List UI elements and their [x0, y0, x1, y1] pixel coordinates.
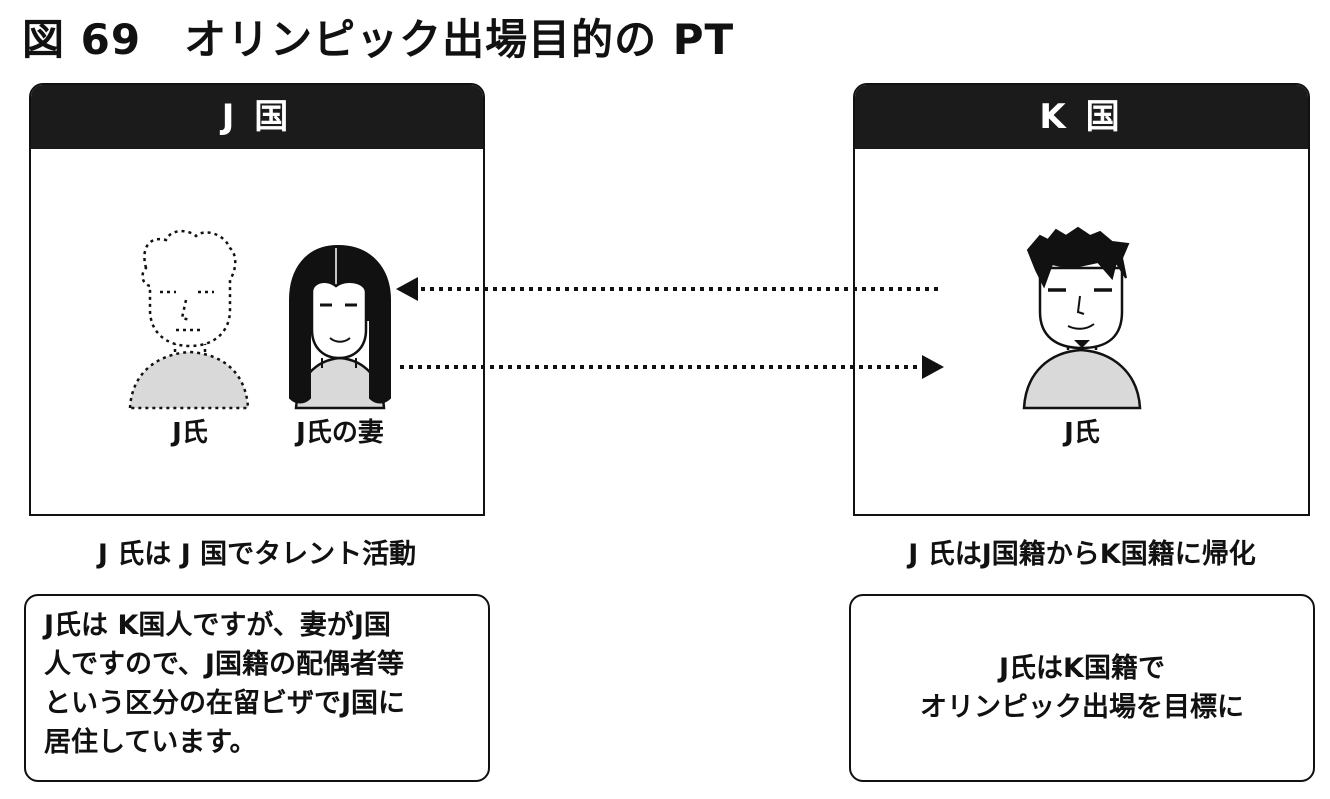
person-label-j-left: J氏	[172, 418, 208, 448]
arrow-right-icon	[400, 355, 944, 379]
note-box-right: J氏はK国籍で オリンピック出場を目標に	[849, 594, 1315, 782]
country-box-j: J 国	[29, 83, 485, 516]
page-title: 図 69 オリンピック出場目的の PT	[22, 15, 735, 64]
note-left-line: J氏は K国人ですが、妻がJ国	[44, 610, 391, 641]
caption-left: J 氏は J 国でタレント活動	[97, 539, 417, 570]
arrow-left-icon	[396, 277, 938, 301]
note-left-line: という区分の在留ビザでJ国に	[44, 688, 406, 719]
woman-icon	[289, 244, 391, 410]
dashed-man-icon	[128, 229, 250, 410]
man-icon	[1022, 226, 1142, 410]
note-right-line: オリンピック出場を目標に	[920, 692, 1244, 723]
caption-right: J 氏はJ国籍からK国籍に帰化	[908, 539, 1256, 570]
country-header-j: J 国	[31, 85, 483, 149]
note-box-left: J氏は K国人ですが、妻がJ国 人ですので、J国籍の配偶者等 という区分の在留ビ…	[24, 594, 490, 782]
person-label-wife: J氏の妻	[296, 418, 384, 448]
person-label-j-right: J氏	[1064, 418, 1100, 448]
note-right-line: J氏はK国籍で	[999, 653, 1165, 684]
note-left-line: 人ですので、J国籍の配偶者等	[44, 649, 404, 680]
country-header-k: K 国	[855, 85, 1308, 149]
note-left-line: 居住しています。	[44, 727, 257, 758]
